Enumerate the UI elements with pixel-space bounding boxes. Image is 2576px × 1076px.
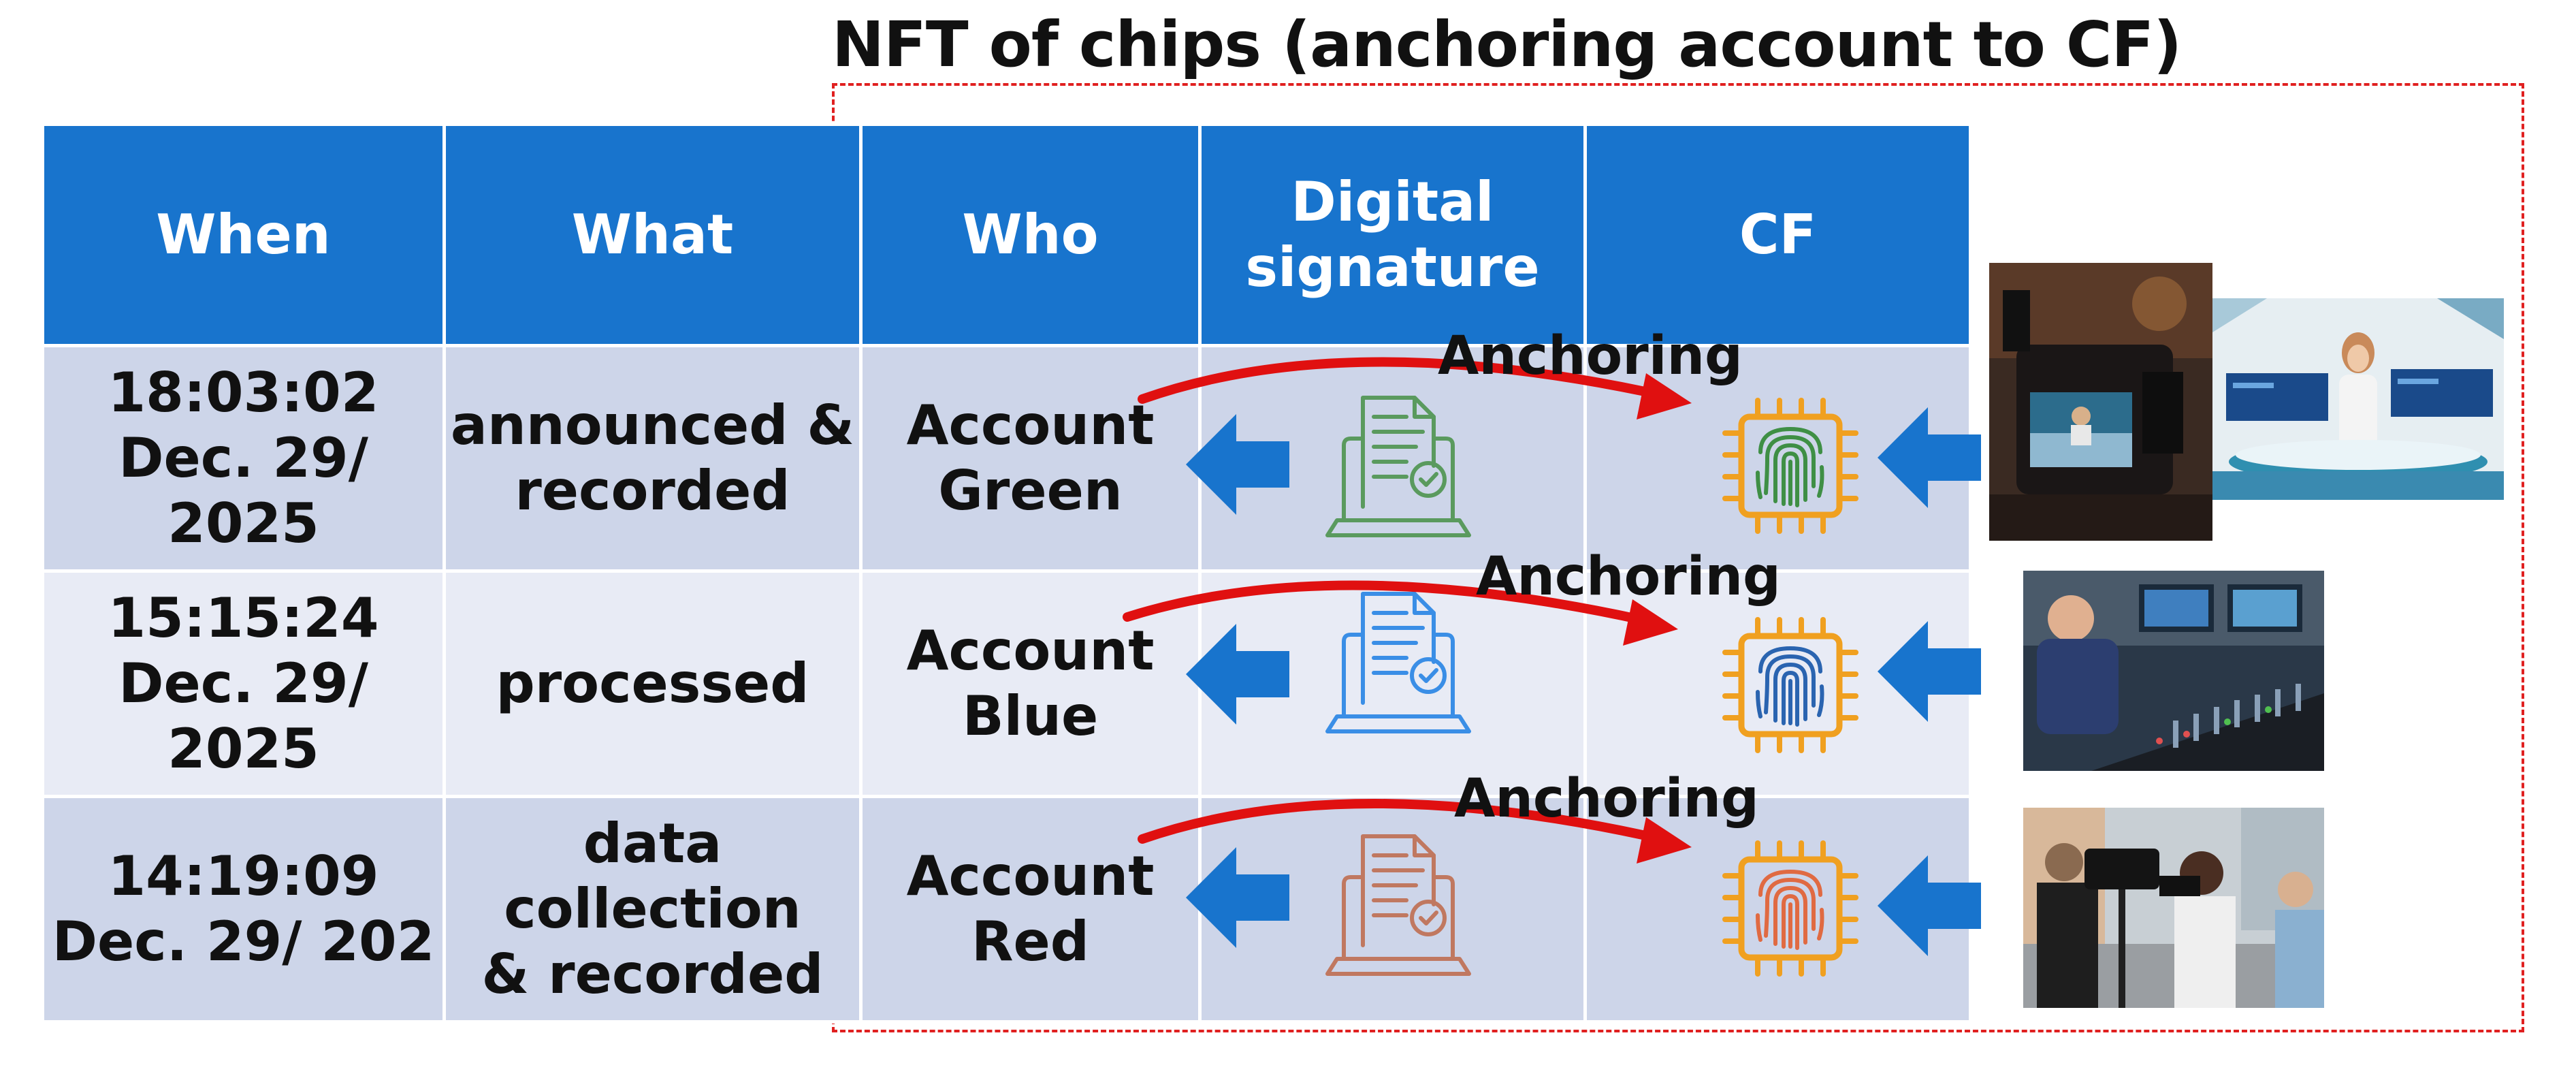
who-to-signature-arrow-3 (1186, 847, 1289, 948)
anchoring-label-3: Anchoring (1454, 768, 1759, 829)
who-to-signature-arrow-1 (1186, 414, 1289, 515)
anchoring-arrow-3 (1138, 799, 1666, 844)
signature-laptop-icon-blue (1327, 594, 1469, 731)
what-cell: processed (442, 569, 863, 798)
photo-to-cf-arrow-2 (1878, 621, 1981, 722)
anchoring-arrowhead-1 (1637, 373, 1692, 420)
photo-to-cf-arrow-3 (1878, 855, 1981, 956)
chip-fingerprint-icon-green (1725, 400, 1856, 531)
signature-laptop-icon-red (1327, 836, 1469, 974)
anchoring-label-1: Anchoring (1438, 326, 1743, 387)
anchoring-arrow-1 (1138, 357, 1666, 404)
header-who: Who (859, 123, 1202, 347)
broadcast-mixing-desk-photo (2023, 571, 2324, 771)
who-to-signature-arrow-2 (1186, 624, 1289, 725)
street-camera-crew-photo (2023, 808, 2324, 1008)
anchoring-arrowhead-2 (1623, 599, 1678, 646)
what-cell: announced &recorded (442, 344, 863, 573)
photo-to-cf-arrow-1 (1878, 407, 1981, 508)
news-camera-photo (1989, 263, 2212, 541)
news-anchor-photo (2212, 298, 2504, 500)
diagram-title: NFT of chips (anchoring account to CF) (832, 8, 2182, 81)
provenance-table: When What Who Digital signature CF 18:03… (41, 123, 1972, 1024)
header-what: What (442, 123, 863, 347)
what-cell: data collection& recorded (442, 795, 863, 1024)
anchoring-label-2: Anchoring (1476, 546, 1781, 607)
header-cf: CF (1583, 123, 1972, 347)
anchoring-arrowhead-3 (1637, 817, 1692, 864)
chip-fingerprint-icon-blue (1725, 620, 1856, 750)
header-digital-signature: Digital signature (1198, 123, 1587, 347)
chip-fingerprint-icon-red (1725, 843, 1856, 974)
signature-laptop-icon-green (1327, 398, 1469, 535)
anchoring-arrow-2 (1123, 580, 1652, 626)
header-when: When (41, 123, 446, 347)
